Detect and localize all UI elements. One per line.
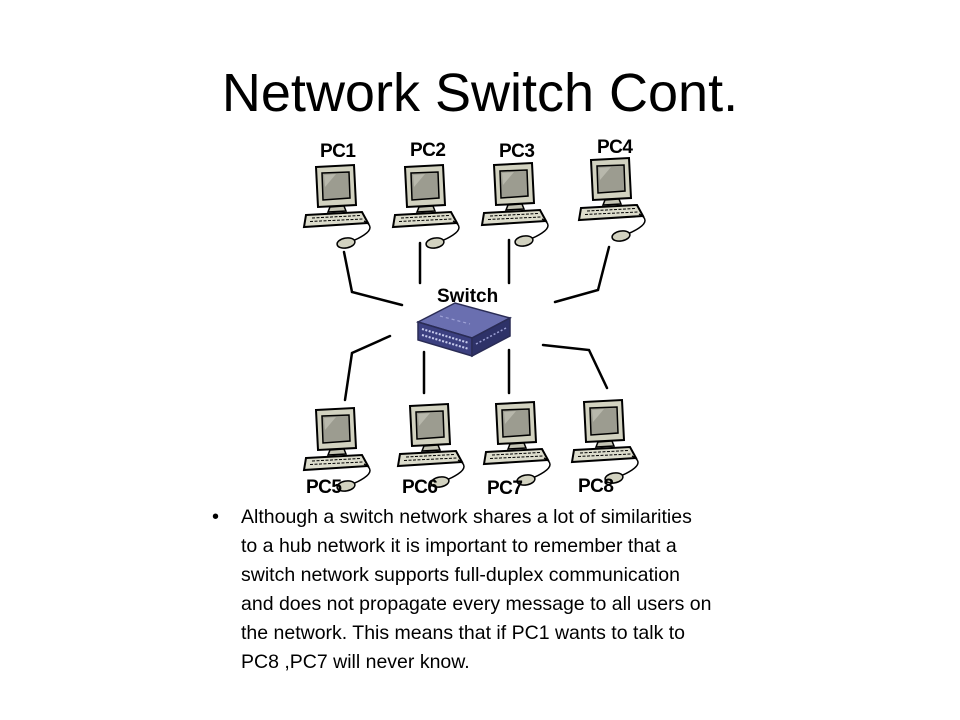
bullet-item: • Although a switch network shares a lot…: [212, 503, 712, 677]
computer-pc1: [303, 164, 371, 251]
pc-label-pc4: PC4: [597, 137, 633, 158]
cable-pc1: [342, 250, 404, 307]
cable-pc8: [541, 343, 609, 390]
pc-label-pc2: PC2: [410, 140, 445, 161]
computer-pc2: [392, 164, 460, 251]
bullet-marker: •: [212, 506, 220, 528]
pc-label-pc7: PC7: [487, 478, 522, 499]
switch-label: Switch: [437, 286, 498, 307]
computer-pc7: [483, 401, 551, 488]
cable-pc5: [343, 334, 392, 402]
pc-label-pc5: PC5: [306, 477, 342, 498]
computer-pc8: [571, 399, 639, 486]
pc-label-pc1: PC1: [320, 141, 356, 162]
computer-pc3: [481, 162, 549, 249]
computer-pc6: [397, 403, 465, 490]
pc-label-pc8: PC8: [578, 476, 613, 497]
switch-device: [415, 302, 513, 358]
pc-label-pc3: PC3: [499, 141, 534, 162]
cable-pc4: [553, 245, 611, 304]
computer-pc4: [578, 157, 646, 244]
bullet-text: Although a switch network shares a lot o…: [241, 506, 712, 673]
slide-title: Network Switch Cont.: [221, 63, 739, 123]
pc-label-pc6: PC6: [402, 477, 437, 498]
